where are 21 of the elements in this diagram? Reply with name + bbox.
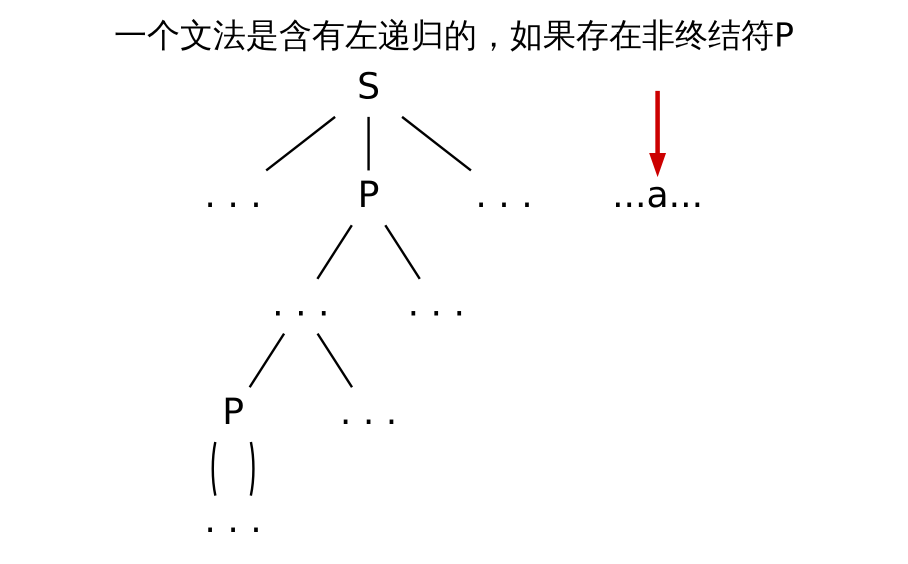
node-text: . . . bbox=[204, 498, 262, 542]
arrow bbox=[649, 90, 666, 178]
connector bbox=[401, 116, 472, 172]
diagram-title: 一个文法是含有左递归的，如果存在非终结符P bbox=[114, 16, 794, 55]
connector bbox=[248, 332, 286, 388]
node-text: . . . bbox=[475, 173, 533, 216]
node-text: P bbox=[358, 173, 380, 216]
connector bbox=[316, 332, 354, 388]
connector bbox=[212, 442, 217, 496]
connector bbox=[265, 116, 336, 172]
connector bbox=[316, 224, 353, 280]
node-text: S bbox=[357, 64, 380, 108]
connector bbox=[367, 116, 370, 170]
connector bbox=[250, 442, 255, 496]
node-text: ...a... bbox=[612, 173, 704, 216]
node-text: . . . bbox=[408, 281, 466, 324]
node-text: . . . bbox=[272, 281, 330, 324]
node-text: . . . bbox=[204, 173, 262, 216]
node-text: P bbox=[222, 390, 244, 433]
connector bbox=[384, 224, 421, 280]
node-text: . . . bbox=[340, 390, 398, 433]
